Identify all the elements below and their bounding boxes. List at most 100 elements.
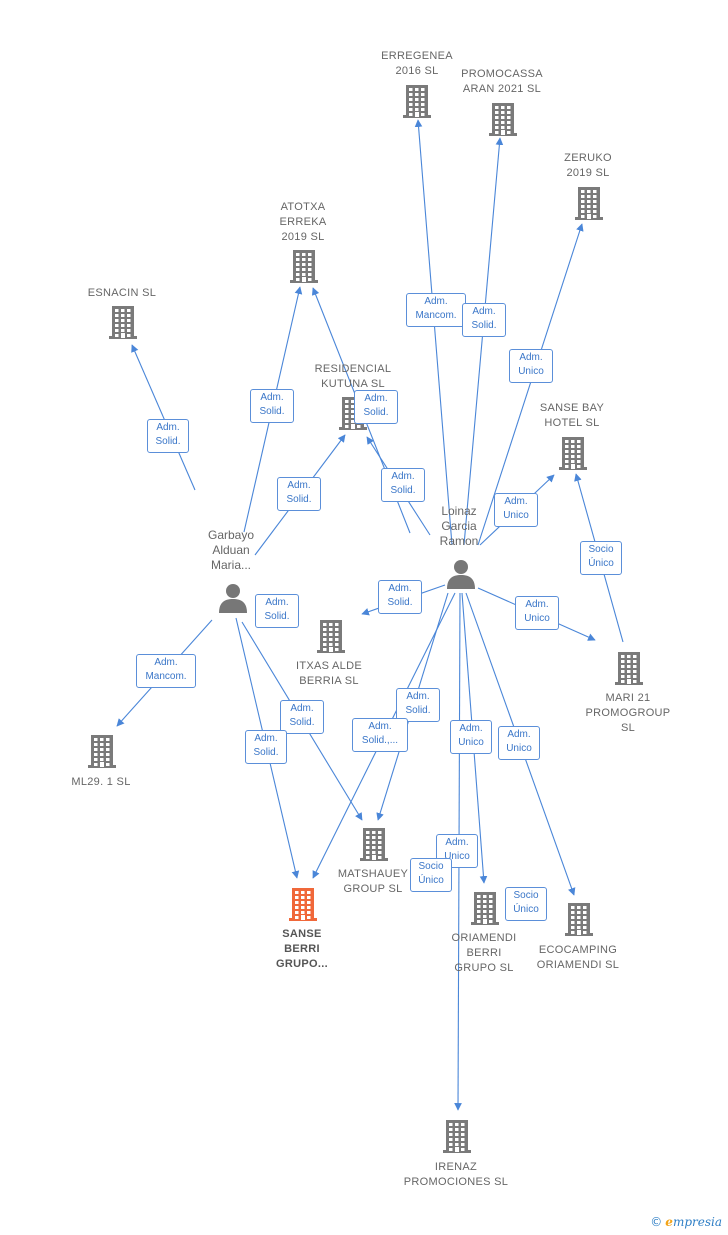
relation-label[interactable]: Adm.Solid.: [277, 477, 321, 511]
company-label-line: HOTEL SL: [544, 417, 600, 429]
relation-label-line: Adm.: [445, 837, 469, 848]
relation-label[interactable]: Adm. Unico: [509, 349, 553, 383]
relation-label-line: Solid.: [471, 320, 497, 331]
relation-label-line: Único: [588, 558, 614, 569]
relation-label[interactable]: Adm. Solid.: [396, 688, 440, 722]
building-icon: [317, 619, 345, 658]
relation-label-line: Mancom.: [415, 310, 457, 321]
relation-label[interactable]: Adm.Solid.: [381, 468, 425, 502]
company-label-line: PROMOCASSA: [461, 68, 543, 80]
relation-label-line: Solid.: [155, 436, 181, 447]
building-icon: [615, 651, 643, 690]
building-icon: [489, 102, 517, 141]
relation-label-line: Adm.: [368, 721, 392, 732]
building-icon: [559, 436, 587, 475]
relation-label-line: Solid.: [387, 597, 413, 608]
person-label-line: Garbayo: [207, 528, 255, 542]
relation-label-line: Adm.: [519, 352, 543, 363]
building-icon: [575, 186, 603, 225]
company-label-line: ARAN 2021 SL: [462, 83, 542, 95]
relation-label-line: Adm.: [507, 729, 531, 740]
relation-label[interactable]: Adm. Solid.: [250, 389, 294, 423]
company-label-line: 2019 SL: [566, 167, 610, 179]
company-label: ESNACIN SL: [57, 286, 187, 301]
company-label-line: 2016 SL: [395, 65, 439, 77]
company-label-line: ITXAS ALDE: [296, 660, 362, 672]
relation-label-line: Adm.: [254, 733, 278, 744]
relation-label-line: Unico: [518, 366, 544, 377]
building-icon: [471, 891, 499, 930]
relation-label[interactable]: Adm.Unico: [494, 493, 538, 527]
building-icon: [565, 902, 593, 941]
relation-label-line: Socio: [513, 890, 539, 901]
relation-label-line: Solid.: [405, 705, 431, 716]
company-label-line: MARI 21: [605, 692, 651, 704]
brand-initial: e: [665, 1215, 673, 1229]
relation-label[interactable]: Adm. Mancom.: [136, 654, 196, 688]
relation-edge: [131, 344, 196, 491]
relation-label[interactable]: Adm.Solid.: [354, 390, 398, 424]
relation-label-line: Socio: [418, 861, 444, 872]
relation-label-line: Adm.: [472, 306, 496, 317]
relation-label-line: Adm.: [504, 496, 528, 507]
company-label: MATSHAUEY GROUP SL: [308, 867, 438, 897]
relation-label-line: Adm.: [364, 393, 388, 404]
relation-label-line: Adm.: [156, 422, 180, 433]
company-label-line: SANSE BAY: [539, 402, 605, 414]
company-label-line: ERREKA: [279, 216, 327, 228]
company-label: ECOCAMPING ORIAMENDI SL: [513, 943, 643, 973]
building-icon: [289, 887, 317, 926]
relation-label[interactable]: Adm.Unico: [515, 596, 559, 630]
building-icon: [109, 305, 137, 344]
relation-label-line: Adm.: [424, 296, 448, 307]
relation-label[interactable]: Adm. Solid.: [147, 419, 189, 453]
company-label: ML29. 1 SL: [36, 775, 166, 790]
building-icon: [360, 827, 388, 866]
relation-label[interactable]: Adm.Solid.: [255, 594, 299, 628]
company-label-line: GROUP SL: [343, 883, 403, 895]
relation-label[interactable]: Adm.Solid.: [245, 730, 287, 764]
relation-label-line: Adm.: [260, 392, 284, 403]
person-icon: [446, 559, 476, 594]
relation-label-line: Solid.: [390, 485, 416, 496]
company-label-line: PROMOCIONES SL: [403, 1176, 509, 1188]
company-label-line: RESIDENCIAL: [314, 363, 392, 375]
relation-label-line: Adm.: [406, 691, 430, 702]
relation-label[interactable]: Adm.Solid.: [280, 700, 324, 734]
relation-label[interactable]: Adm. Mancom.: [406, 293, 466, 327]
company-label-line: GRUPO...: [276, 958, 328, 970]
person-label-line: Ramon: [439, 534, 479, 548]
company-label-line: ORIAMENDI SL: [536, 959, 620, 971]
relation-label-line: Solid.: [259, 406, 285, 417]
company-label-line: SANSE: [282, 928, 322, 940]
relation-label-line: Solid.: [289, 717, 315, 728]
empresia-watermark: ©empresia: [650, 1215, 722, 1229]
relation-label[interactable]: Adm.Unico: [436, 834, 478, 868]
relation-label-line: Adm.: [287, 480, 311, 491]
company-label-line: BERRI: [284, 943, 320, 955]
relation-label[interactable]: Adm. Solid.: [462, 303, 506, 337]
company-label-line: MATSHAUEY: [337, 868, 409, 880]
relation-label[interactable]: Adm.Unico: [450, 720, 492, 754]
relation-label-line: Adm.: [154, 657, 178, 668]
building-icon: [443, 1119, 471, 1158]
relation-label[interactable]: Adm. Unico: [498, 726, 540, 760]
company-label-line: ORIAMENDI: [451, 932, 517, 944]
company-label: SANSE BAY HOTEL SL: [507, 401, 637, 431]
relation-label-line: Adm.: [459, 723, 483, 734]
company-label-line: ECOCAMPING: [538, 944, 618, 956]
company-label-line: GRUPO SL: [454, 962, 514, 974]
relation-label[interactable]: Adm.Solid.: [378, 580, 422, 614]
relation-label[interactable]: Adm.Solid.,...: [352, 718, 408, 752]
copyright-symbol: ©: [650, 1215, 663, 1229]
relation-label-line: Único: [418, 875, 444, 886]
relation-label-line: Mancom.: [145, 671, 187, 682]
relation-label-line: Unico: [506, 743, 532, 754]
